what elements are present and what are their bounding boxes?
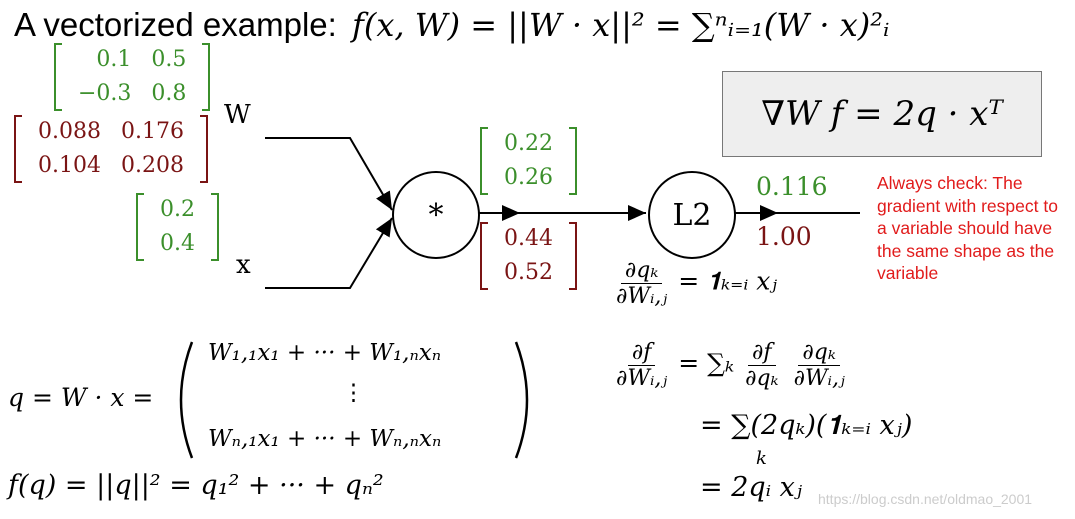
df-dw-step2: = ∑(2qₖ)(𝟏ₖ₌ᵢ xⱼ) — [700, 410, 913, 441]
output-gradient-value: 1.00 — [756, 222, 812, 251]
df-dq-numerator: ∂f — [748, 340, 776, 366]
gradient-formula-box: ∇W f = 2q · xᵀ — [722, 71, 1042, 157]
wire-x-to-mult — [265, 217, 393, 289]
l2-node: L2 — [648, 171, 736, 259]
q-vector: 0.22 0.26 — [480, 127, 577, 195]
w-label: W — [224, 100, 251, 130]
q-cell: 0.26 — [504, 165, 553, 190]
df-dq-denominator: ∂qₖ — [745, 366, 779, 391]
q-grad-cell: 0.44 — [504, 226, 553, 251]
shape-check-note: Always check: The gradient with respect … — [877, 173, 1058, 283]
title-formula: f(x, W) = ||W · x||² = ∑ⁿᵢ₌₁(W · x)²ᵢ — [352, 6, 890, 44]
x-vector: 0.2 0.4 — [136, 193, 219, 261]
df-dw-step2-subscript: k — [756, 448, 767, 469]
watermark: https://blog.csdn.net/oldmao_2001 — [818, 491, 1033, 507]
w-cell: 0.8 — [151, 81, 187, 106]
multiply-symbol: * — [428, 197, 444, 233]
dq-dw2-denominator: ∂Wᵢ,ⱼ — [793, 366, 845, 391]
x-cell: 0.2 — [160, 197, 195, 222]
slide-title: A vectorized example: f(x, W) = ||W · x|… — [14, 6, 889, 44]
df-dw-step3: = 2qᵢ xⱼ — [700, 472, 803, 503]
output-forward-value: 0.116 — [756, 172, 828, 201]
multiply-node: * — [392, 171, 480, 259]
df-dw-numerator: ∂f — [627, 340, 656, 366]
l2-label: L2 — [672, 197, 712, 233]
q-definition-parens — [179, 341, 529, 459]
df-dw-sum: = ∑ₖ — [678, 348, 735, 378]
dq-dw-denominator: ∂Wᵢ,ⱼ — [616, 284, 668, 309]
f-definition: f(q) = ||q||² = q₁² + ··· + qₙ² — [8, 470, 384, 501]
df-dw-equation: ∂f∂Wᵢ,ⱼ = ∑ₖ ∂f∂qₖ ∂qₖ∂Wᵢ,ⱼ — [612, 340, 849, 391]
w-cell: 0.5 — [151, 47, 187, 72]
x-cell: 0.4 — [160, 231, 195, 256]
x-label: x — [236, 250, 251, 280]
w-matrix: 0.1 0.5 −0.3 0.8 — [54, 43, 211, 111]
wire-w-to-mult — [265, 137, 393, 211]
df-dw-denominator: ∂Wᵢ,ⱼ — [616, 366, 668, 391]
w-grad-cell: 0.176 — [120, 119, 184, 144]
dq-dw2-numerator: ∂qₖ — [798, 340, 840, 366]
q-definition-row-2: ⋮ — [342, 380, 365, 406]
w-cell: −0.3 — [78, 81, 132, 106]
dq-dw-rhs: = 𝟏ₖ₌ᵢ xⱼ — [678, 266, 778, 296]
w-grad-cell: 0.208 — [120, 153, 184, 178]
dq-dw-numerator: ∂qₖ — [620, 258, 663, 284]
q-definition-row-1: W₁,₁x₁ + ··· + W₁,ₙxₙ — [208, 340, 442, 366]
title-text: A vectorized example: — [14, 6, 337, 43]
w-gradient-matrix: 0.088 0.176 0.104 0.208 — [14, 115, 208, 183]
w-grad-cell: 0.088 — [38, 119, 101, 144]
q-cell: 0.22 — [504, 131, 553, 156]
q-definition-row-3: Wₙ,₁x₁ + ··· + Wₙ,ₙxₙ — [208, 426, 442, 452]
dq-dw-equation: ∂qₖ∂Wᵢ,ⱼ = 𝟏ₖ₌ᵢ xⱼ — [612, 258, 777, 309]
w-grad-cell: 0.104 — [38, 153, 101, 178]
q-definition-lhs: q = W · x = — [8, 383, 154, 412]
w-cell: 0.1 — [96, 47, 132, 72]
q-gradient-vector: 0.44 0.52 — [480, 222, 577, 290]
q-grad-cell: 0.52 — [504, 260, 553, 285]
